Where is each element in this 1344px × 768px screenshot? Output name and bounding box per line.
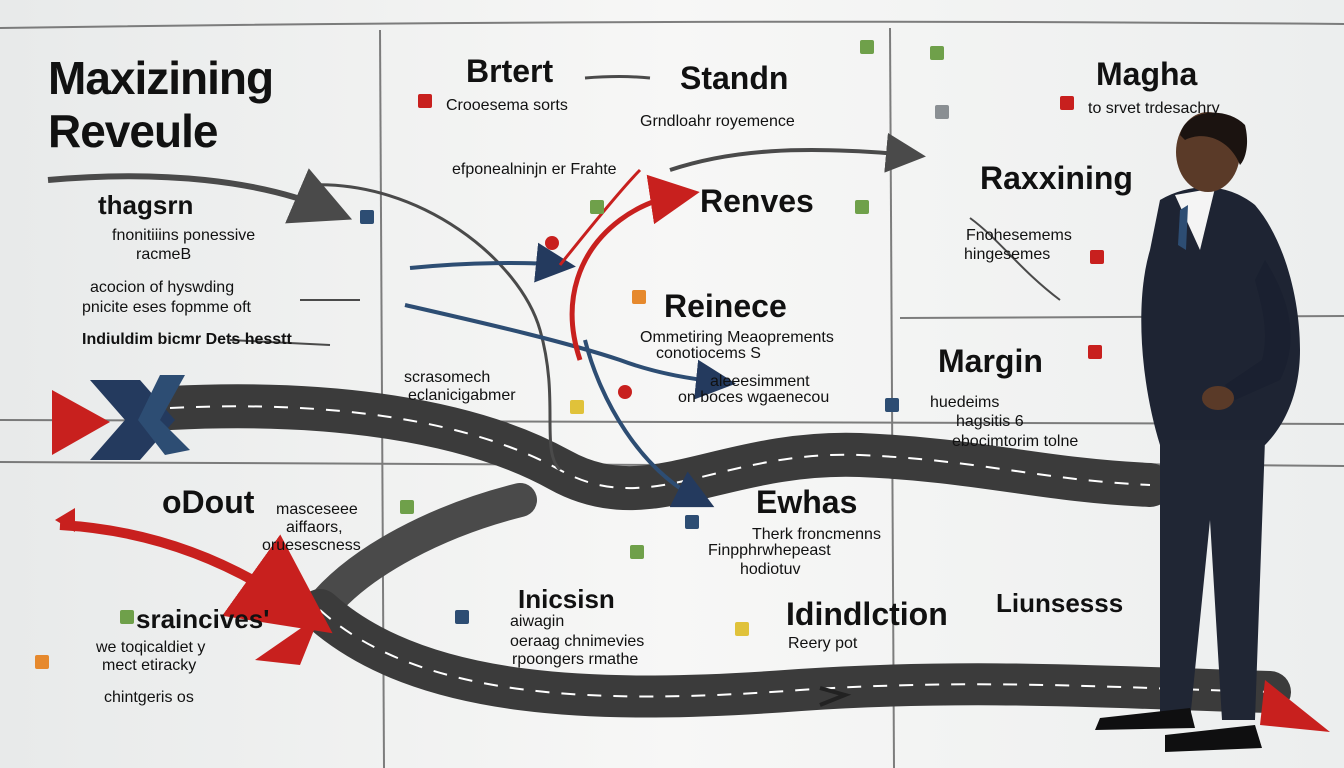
title-line-2: Reveule: [48, 105, 218, 157]
label-oeraag: oeraag chnimevies: [510, 633, 645, 650]
label-hingesemes: hingesemes: [964, 246, 1051, 263]
label-fnohesemems: Fnohesemems: [966, 227, 1072, 244]
lower-road: [299, 483, 1291, 718]
label-chintgeris: chintgeris os: [104, 689, 194, 706]
chevron-arrows: [52, 375, 190, 460]
label-idindlction: Idindlction: [786, 596, 948, 632]
label-acocion: acocion of hyswding: [90, 279, 235, 296]
businessman-figure: [1095, 112, 1300, 752]
label-reery-pot: Reery pot: [788, 635, 858, 652]
label-racmeb: racmeB: [136, 246, 192, 263]
chart-icon-9: [120, 610, 134, 624]
label-ebocimtorim: ebocimtorim tolne: [952, 433, 1079, 450]
flag-icon-2: [1060, 96, 1074, 110]
label-inicsisn: Inicsisn: [518, 584, 615, 614]
label-crooesema: Crooesema sorts: [446, 97, 568, 114]
gear-icon: [632, 290, 646, 304]
label-rpoongers: rpoongers rmathe: [512, 651, 639, 668]
person-icon-3: [685, 515, 699, 529]
label-we-toqicaldiet: we toqicaldiet y: [96, 639, 206, 656]
chart-icon: [860, 40, 874, 54]
shoe-left: [1095, 708, 1195, 730]
trousers: [1160, 440, 1265, 720]
label-pnicite: pnicite eses fopmme oft: [82, 299, 251, 316]
label-sraincives: sraincives': [136, 604, 270, 634]
shoe-right: [1165, 725, 1262, 752]
label-conotiocems: conotiocems S: [656, 345, 761, 362]
gear-icon-2: [35, 655, 49, 669]
title-line-1: Maxizining: [48, 52, 274, 104]
label-standn: Standn: [680, 60, 789, 96]
label-liunsesss: Liunsesss: [996, 588, 1124, 618]
label-mect-etiracky: mect etiracky: [102, 657, 197, 674]
label-fnonitiiins: fnonitiiins ponessive: [112, 227, 256, 244]
flag-icon: [418, 94, 432, 108]
shirt-collar: [1175, 188, 1215, 250]
hand: [1202, 386, 1234, 410]
chart-icon-5: [855, 200, 869, 214]
chart-icon-3: [590, 200, 604, 214]
chart-icon-8: [735, 622, 749, 636]
arm-right: [1225, 260, 1291, 400]
chart-icon-2: [930, 46, 944, 60]
chart-icon-4: [570, 400, 584, 414]
red-chevron-icon: [52, 390, 110, 455]
label-odout: oDout: [162, 484, 255, 520]
flow-arrows: [47, 75, 1330, 732]
label-huedeims: huedeims: [930, 394, 1000, 411]
target-icon-2: [618, 385, 632, 399]
label-magha: Magha: [1096, 56, 1198, 92]
label-brtert: Brtert: [466, 53, 554, 89]
person-icon-2: [885, 398, 899, 412]
label-grndloahr: Grndloahr royemence: [640, 113, 795, 130]
target-icon: [545, 236, 559, 250]
label-raxxining: Raxxining: [980, 160, 1133, 196]
label-aleeesimment: aleeesimment: [710, 373, 810, 390]
label-ewhas: Ewhas: [756, 484, 858, 520]
chart-icon-7: [630, 545, 644, 559]
hair: [1180, 112, 1248, 165]
label-renves: Renves: [700, 183, 814, 219]
label-oruesescness: oruesescness: [262, 537, 361, 554]
label-ommetiring: Ommetiring Meaoprements: [640, 329, 834, 346]
label-eclanicigame: eclanicigabmer: [408, 387, 516, 404]
label-therk: Therk froncmenns: [752, 526, 881, 543]
label-finpph: Finpphrwhepeast: [708, 542, 831, 559]
flag-icon-4: [1088, 345, 1102, 359]
label-aiwagin: aiwagin: [510, 613, 565, 630]
label-margin: Margin: [938, 343, 1043, 379]
person-icon: [360, 210, 374, 224]
chart-icon-6: [400, 500, 414, 514]
person-icon-4: [455, 610, 469, 624]
label-reinece: Reinece: [664, 288, 787, 324]
gear-icon-3: [935, 105, 949, 119]
flag-icon-3: [1090, 250, 1104, 264]
label-on-boces: on boces wgaenecou: [678, 389, 830, 406]
label-thagsrn: thagsrn: [98, 190, 194, 220]
label-masceseee: masceseee: [276, 501, 358, 518]
label-to-srvet: to srvet trdesachry: [1088, 100, 1220, 117]
label-indiuldim: Indiuldim bicmr Dets hesstt: [82, 331, 292, 348]
label-scrasomech: scrasomech: [404, 369, 491, 386]
label-hagsitis: hagsitis 6: [956, 413, 1024, 430]
navy-chevron-2-icon: [138, 375, 190, 455]
label-aiffaors: aiffaors,: [286, 519, 343, 536]
label-efponealninjn: efponealninjn er Frahte: [452, 161, 617, 178]
tie-icon: [1178, 205, 1188, 250]
label-hodiotuv: hodiotuv: [740, 561, 801, 578]
